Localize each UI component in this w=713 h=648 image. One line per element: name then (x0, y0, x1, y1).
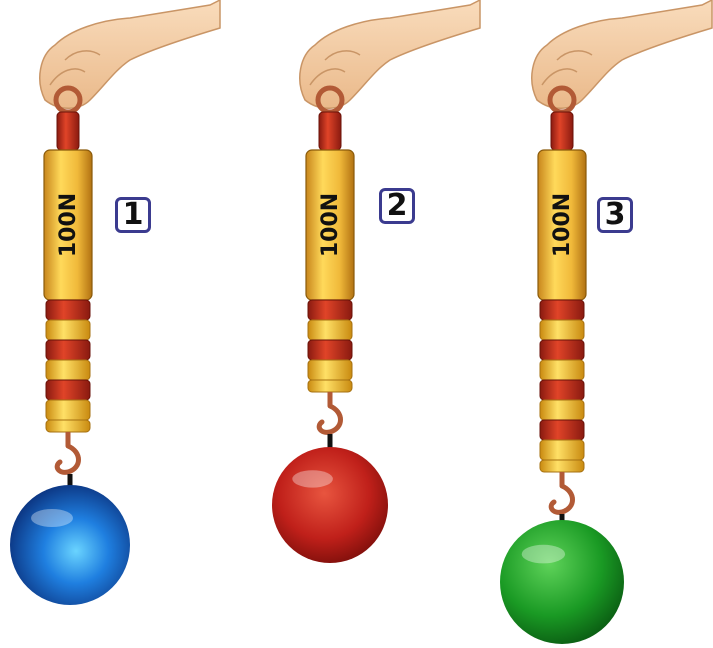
scale-stripe (540, 360, 584, 380)
ball-highlight (31, 509, 73, 527)
scale-bottom-cap (540, 460, 584, 472)
hand-icon (532, 0, 712, 108)
scale-stripe (46, 300, 90, 320)
hook-icon (319, 406, 340, 432)
scale-bottom-cap (46, 420, 90, 432)
hand-icon (300, 0, 480, 108)
scale-stripe (540, 340, 584, 360)
scale-bottom-cap (308, 380, 352, 392)
scale-stripe (46, 400, 90, 420)
capacity-label: 100N (550, 193, 575, 257)
ball-blue (10, 485, 130, 605)
scale-stripe (46, 360, 90, 380)
scale-stripe (540, 420, 584, 440)
spring-scale-2: 100N (272, 0, 480, 563)
scale-stripe (540, 400, 584, 420)
ball-highlight (522, 545, 565, 564)
scale-top-cap (319, 112, 341, 150)
scale-stripe (308, 300, 352, 320)
ball-highlight (292, 470, 333, 487)
ball-red (272, 447, 388, 563)
hook-icon (57, 446, 78, 472)
spring-scale-3: 100N (500, 0, 712, 644)
scale-number-1: 1 (115, 197, 151, 233)
scale-number-3: 3 (597, 197, 633, 233)
scale-stripe (540, 320, 584, 340)
scale-stripe (308, 340, 352, 360)
scale-stripe (540, 300, 584, 320)
ball-green (500, 520, 624, 644)
scale-top-cap (551, 112, 573, 150)
scale-stripe (308, 360, 352, 380)
hook-icon (551, 486, 572, 512)
scale-stripe (540, 380, 584, 400)
scale-top-cap (57, 112, 79, 150)
scale-number-2: 2 (379, 188, 415, 224)
spring-scale-1: 100N (10, 0, 220, 605)
scale-stripe (46, 380, 90, 400)
capacity-label: 100N (318, 193, 343, 257)
scale-stripe (46, 340, 90, 360)
capacity-label: 100N (56, 193, 81, 257)
scale-stripe (308, 320, 352, 340)
hand-icon (40, 0, 220, 108)
scale-stripe (46, 320, 90, 340)
scale-stripe (540, 440, 584, 460)
